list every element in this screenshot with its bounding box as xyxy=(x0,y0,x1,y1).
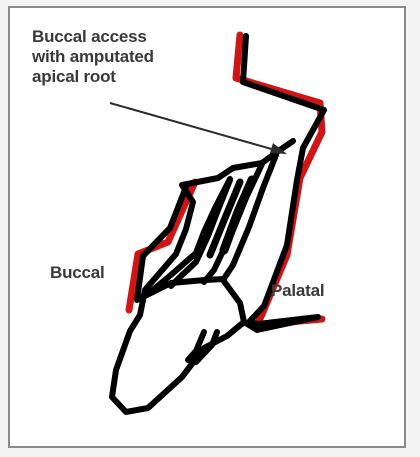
access-annotation: Buccal access with amputated apical root xyxy=(32,27,182,87)
annotation-line-2: with amputated xyxy=(32,47,182,67)
buccal-label: Buccal xyxy=(50,263,105,283)
annotation-line-3: apical root xyxy=(32,67,182,87)
annotation-line-1: Buccal access xyxy=(32,27,182,47)
arrow-line xyxy=(110,103,275,150)
annotation-arrow xyxy=(110,103,287,154)
palatal-label: Palatal xyxy=(271,281,324,301)
crown-base xyxy=(145,279,224,296)
